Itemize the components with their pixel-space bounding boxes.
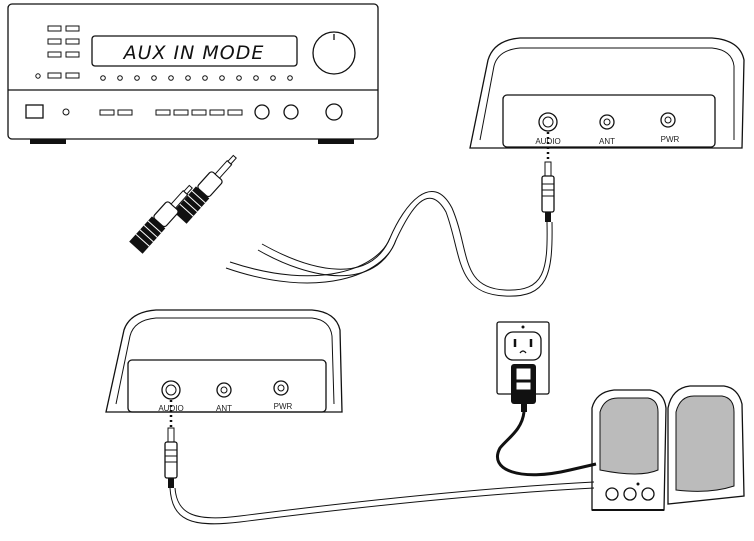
audio-cable-top [225, 191, 553, 297]
top-audio-label: AUDIO [535, 137, 560, 146]
receiver-display-text: AUX IN MODE [122, 42, 265, 64]
receiver-display [91, 35, 298, 67]
bottom-audio-label: AUDIO [158, 404, 183, 413]
rca-plugs-icon [129, 154, 237, 254]
receiver-button-grid [35, 25, 80, 79]
power-adapter-icon [511, 364, 536, 412]
transmitter-top: AUDIO ANT PWR [469, 37, 745, 149]
receiver-indicator-dots [100, 75, 293, 81]
top-ant-port [599, 114, 615, 130]
speaker-left [591, 389, 667, 511]
top-ant-label: ANT [599, 137, 615, 146]
bottom-pwr-port [273, 380, 289, 396]
power-switch [25, 104, 44, 119]
top-pwr-port [660, 112, 676, 128]
jack-plug-bottom-icon [164, 427, 178, 488]
bottom-pwr-label: PWR [274, 402, 293, 411]
power-cord [496, 411, 597, 477]
speaker-right [667, 385, 745, 505]
computer-speakers-icon [591, 385, 745, 511]
transmitter-bottom: AUDIO ANT PWR [105, 309, 343, 413]
av-receiver: AUX IN MODE [7, 3, 379, 144]
top-audio-port [538, 112, 558, 132]
bottom-ant-label: ANT [216, 404, 232, 413]
bottom-audio-port [161, 380, 181, 400]
volume-knob [312, 31, 356, 75]
jack-plug-top-icon [541, 161, 555, 222]
audio-cable-bottom [169, 481, 595, 525]
bottom-ant-port [216, 382, 232, 398]
top-pwr-label: PWR [661, 135, 680, 144]
